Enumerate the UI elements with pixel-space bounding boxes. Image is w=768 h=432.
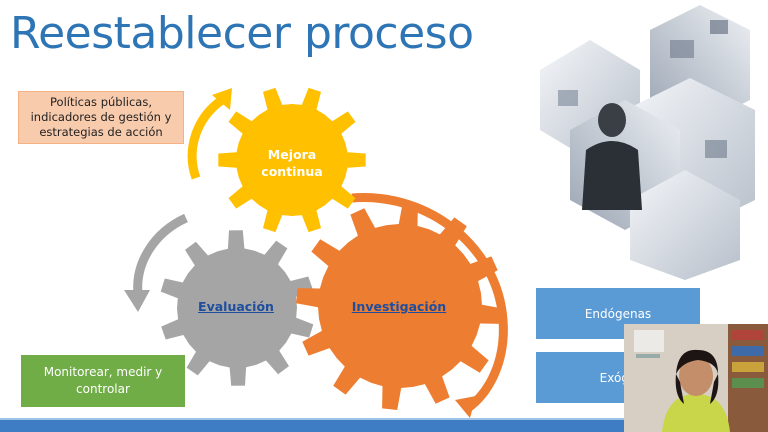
- hexagon-photo: [630, 170, 740, 280]
- gear-label-investigacion[interactable]: Investigación: [351, 299, 447, 314]
- gear-evaluacion: [160, 230, 314, 386]
- gear-label-evaluacion[interactable]: Evaluación: [198, 299, 274, 314]
- bottom-bar: [0, 420, 768, 432]
- gear-label-mejora: Mejora continua: [261, 147, 323, 179]
- presenter-webcam[interactable]: [624, 324, 768, 432]
- hexagon-photo-collage: [540, 5, 755, 280]
- gear-investigacion: [296, 202, 504, 410]
- gear-mejora: [218, 87, 366, 233]
- gray-cycle-arrow: [124, 213, 188, 312]
- bottom-accent-line: [0, 418, 768, 421]
- policy-box-text: Políticas públicas, indicadores de gesti…: [30, 95, 172, 139]
- endogenas-text: Endógenas: [584, 306, 652, 321]
- monitor-box-text: Monitorear, medir y controlar: [43, 365, 163, 396]
- person-silhouette: [582, 103, 642, 210]
- presenter-video: [624, 324, 768, 432]
- slide-title: Reestablecer proceso: [10, 8, 474, 59]
- yellow-cycle-arrow: [187, 88, 232, 180]
- policy-box: Políticas públicas, indicadores de gesti…: [18, 91, 184, 144]
- monitor-box: Monitorear, medir y controlar: [21, 355, 185, 407]
